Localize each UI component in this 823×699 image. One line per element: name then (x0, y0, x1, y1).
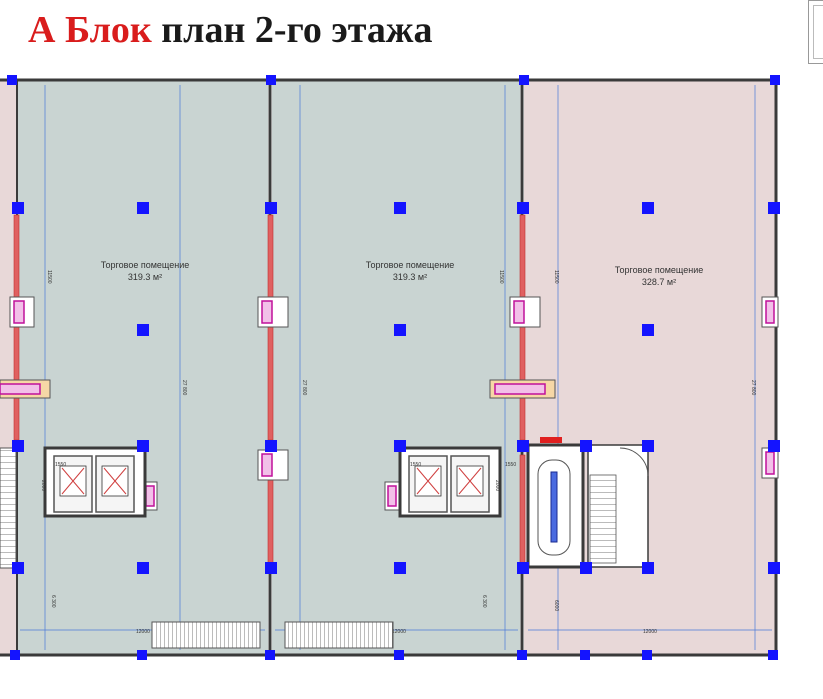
room-1-label: Торговое помещение (101, 260, 189, 270)
corner-frame (808, 0, 823, 64)
dim-lower-bay-1: 6 300 (50, 595, 56, 608)
stair-core (526, 437, 649, 569)
room-1-fill (18, 80, 268, 655)
elevator-core-2 (398, 446, 502, 518)
room-1-area: 319.3 м² (128, 272, 162, 282)
red-partition (519, 454, 526, 566)
page-title: А Блок план 2-го этажа (28, 8, 432, 52)
room-3-label: Торговое помещение (615, 265, 703, 275)
room-2-fill (272, 80, 520, 655)
dim-elevator-h: 2000 (40, 480, 46, 491)
title-accent: А Блок (28, 9, 152, 51)
room-2-label: Торговое помещение (366, 260, 454, 270)
shafts (0, 296, 779, 511)
dim-elevator-w: 1550 (410, 462, 421, 468)
dim-bottom-1: 12000 (136, 629, 150, 635)
dim-upper-bay-3: 11500 (553, 270, 559, 284)
dim-depth-3: 27 800 (750, 380, 756, 396)
entrance-stairs-right (284, 621, 394, 649)
dim-depth-2: 27 800 (301, 380, 307, 396)
room-2-area: 319.3 м² (393, 272, 427, 282)
dim-upper-bay-1: 11500 (46, 270, 52, 284)
dim-bottom-3: 12000 (392, 629, 406, 635)
dim-elevator-w: 1550 (55, 462, 66, 468)
dim-upper-bay-2: 11500 (498, 270, 504, 284)
dim-elevator-w: 1550 (505, 462, 516, 468)
room-3-area: 328.7 м² (642, 277, 676, 287)
dim-small: 6000 (553, 600, 559, 611)
floor-plan: 11500 27 800 27 800 11500 11500 27 800 6… (0, 75, 780, 660)
dim-elevator-h: 2000 (494, 480, 500, 491)
elevator-core-1 (0, 446, 147, 569)
dim-bottom-2: 12000 (643, 629, 657, 635)
columns (7, 75, 780, 660)
entrance-stairs-left (151, 621, 261, 649)
dim-depth-1: 27 800 (181, 380, 187, 396)
title-text: план 2-го этажа (161, 9, 433, 51)
dim-lower-bay-2: 6 300 (481, 595, 487, 608)
